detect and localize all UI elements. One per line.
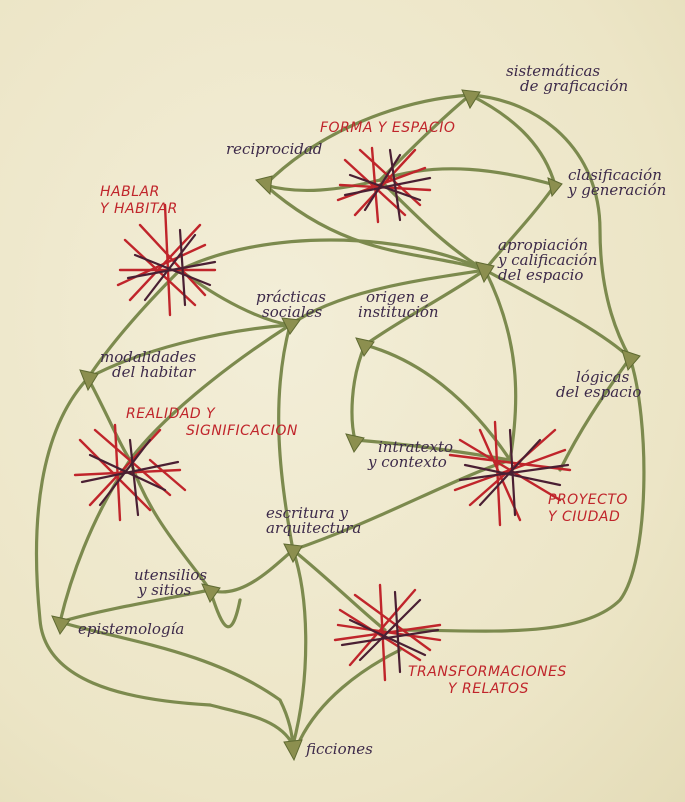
node-escritura (284, 544, 302, 562)
concept-line: sociales (262, 305, 326, 320)
hub-label-line: Y RELATOS (448, 681, 567, 698)
hub-label-line: PROYECTO (548, 492, 628, 509)
concept-modalidades-del-habitar: modalidades del habitar (100, 350, 196, 380)
concept-clasificacion-y-generacion: clasificación y generación (568, 168, 666, 198)
path-escritura-transf (293, 550, 385, 630)
concept-sistematicas-de-graficacion: sistemáticas de graficación (506, 64, 628, 94)
concept-line: arquitectura (266, 521, 361, 536)
concept-line: de graficación (520, 79, 628, 94)
concept-line: ficciones (306, 742, 373, 757)
concept-reciprocidad: reciprocidad (226, 142, 322, 157)
concept-intratexto-y-contexto: intratexto y contexto (368, 440, 453, 470)
hub-label-line: Y HABITAR (100, 201, 178, 218)
concept-line: reciprocidad (226, 142, 322, 157)
path-utensilios-escritura (210, 550, 293, 592)
concept-line: y sitios (138, 583, 207, 598)
hub-label-line: Y CIUDAD (548, 509, 628, 526)
concept-escritura-y-arquitectura: escritura y arquitectura (266, 506, 361, 536)
concept-line: y generación (568, 183, 666, 198)
path-escritura-ficciones (293, 550, 306, 745)
path-modal-realidad (88, 378, 130, 460)
hub-label-transformaciones-y-relatos: TRANSFORMACIONES Y RELATOS (408, 664, 567, 698)
path-hablar-apropia (180, 240, 485, 270)
path-origen-intratexto (352, 345, 365, 440)
concept-line: del espacio (556, 385, 641, 400)
hub-label-hablar-y-habitar: HABLAR Y HABITAR (100, 184, 178, 218)
node-intratexto (346, 434, 364, 452)
hub-label-line: SIGNIFICACION (186, 423, 298, 440)
hub-label-line: REALIDAD Y (126, 406, 298, 423)
path-realidad-epist (60, 460, 130, 622)
concept-origen-e-institucion: origen e institución (358, 290, 439, 320)
hub-label-line: TRANSFORMACIONES (408, 664, 567, 681)
concept-logicas-del-espacio: lógicas del espacio (556, 370, 641, 400)
concept-line: del espacio (498, 268, 597, 283)
node-ficciones (284, 740, 302, 760)
hub-label-line: HABLAR (100, 184, 178, 201)
hub-scribble-forma (338, 148, 430, 222)
node-reciprocidad (256, 176, 272, 194)
concept-line: y contexto (368, 455, 453, 470)
concept-ficciones: ficciones (306, 742, 373, 757)
concept-apropiacion-del-espacio: apropiación y calificación del espacio (498, 238, 597, 283)
concept-line: del habitar (112, 365, 196, 380)
concept-epistemologia: epistemología (78, 622, 184, 637)
hub-label-forma-y-espacio: FORMA Y ESPACIO (320, 120, 455, 137)
hub-label-proyecto-y-ciudad: PROYECTO Y CIUDAD (548, 492, 628, 526)
path-outer-bottom (210, 705, 293, 745)
hub-label-line: FORMA Y ESPACIO (320, 120, 455, 137)
concept-practicas-sociales: prácticas sociales (256, 290, 326, 320)
concept-line: institución (358, 305, 439, 320)
hub-label-realidad-y-significacion: REALIDAD Y SIGNIFICACION (126, 406, 298, 440)
node-modalidades (80, 370, 98, 390)
concept-utensilios-y-sitios: utensilios y sitios (134, 568, 207, 598)
concept-line: epistemología (78, 622, 184, 637)
